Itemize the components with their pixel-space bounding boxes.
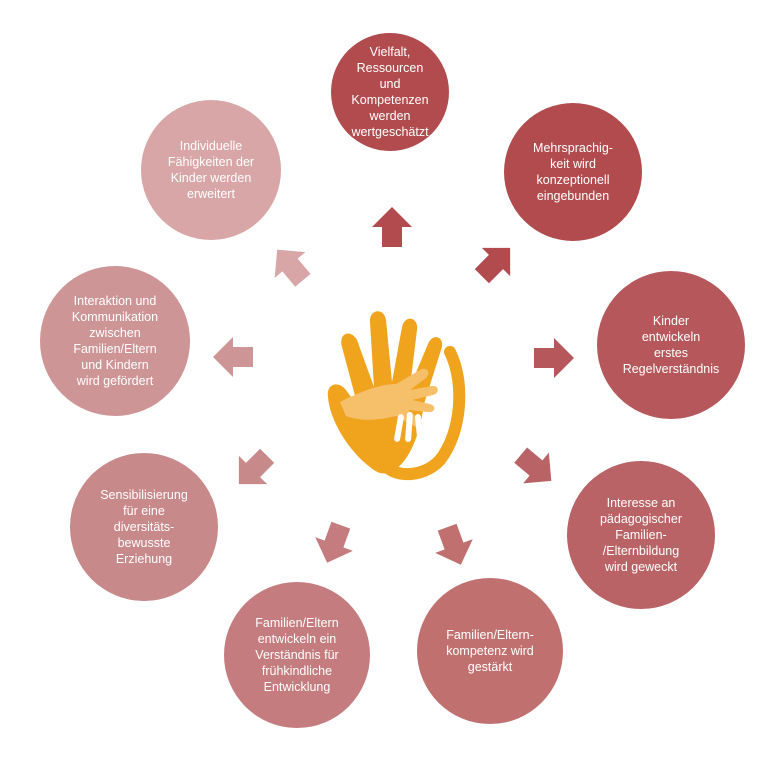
node-mehrsprachigkeit: Mehrsprachig- keit wird konzeptionell ei… [504,103,642,241]
node-vielfalt: Vielfalt, Ressourcen und Kompetenzen wer… [331,33,449,151]
arrow-icon-to-elternkompetenz [426,518,482,574]
arrow-icon-to-regelverstaendnis [532,336,576,380]
node-sensibilisierung: Sensibilisierung für eine diversitäts- b… [70,453,218,601]
arrow-icon-to-interesse [505,437,567,499]
node-interaktion: Interaktion und Kommunikation zwischen F… [40,266,190,416]
node-verstaendnis-entwicklung: Familien/Eltern entwickeln ein Verständn… [224,582,370,728]
node-regelverstaendnis: Kinder entwickeln erstes Regelverständni… [597,271,745,419]
arrow-icon-to-individuelle [259,234,321,296]
arrow-icon-to-mehrsprachigkeit [465,231,527,293]
arrow-icon-to-sensibilisierung [222,439,284,501]
node-interesse-elternbildung: Interesse an pädagogischer Familien- /El… [567,461,715,609]
arrow-icon-to-vielfalt [370,205,414,249]
arrow-icon-to-verstaendnis [306,516,362,572]
node-elternkompetenz: Familien/Eltern- kompetenz wird gestärkt [417,578,563,724]
hands-logo-icon [300,292,480,482]
arrow-icon-to-interaktion [211,335,255,379]
node-individuelle-faehigkeiten: Individuelle Fähigkeiten der Kinder werd… [141,100,281,240]
